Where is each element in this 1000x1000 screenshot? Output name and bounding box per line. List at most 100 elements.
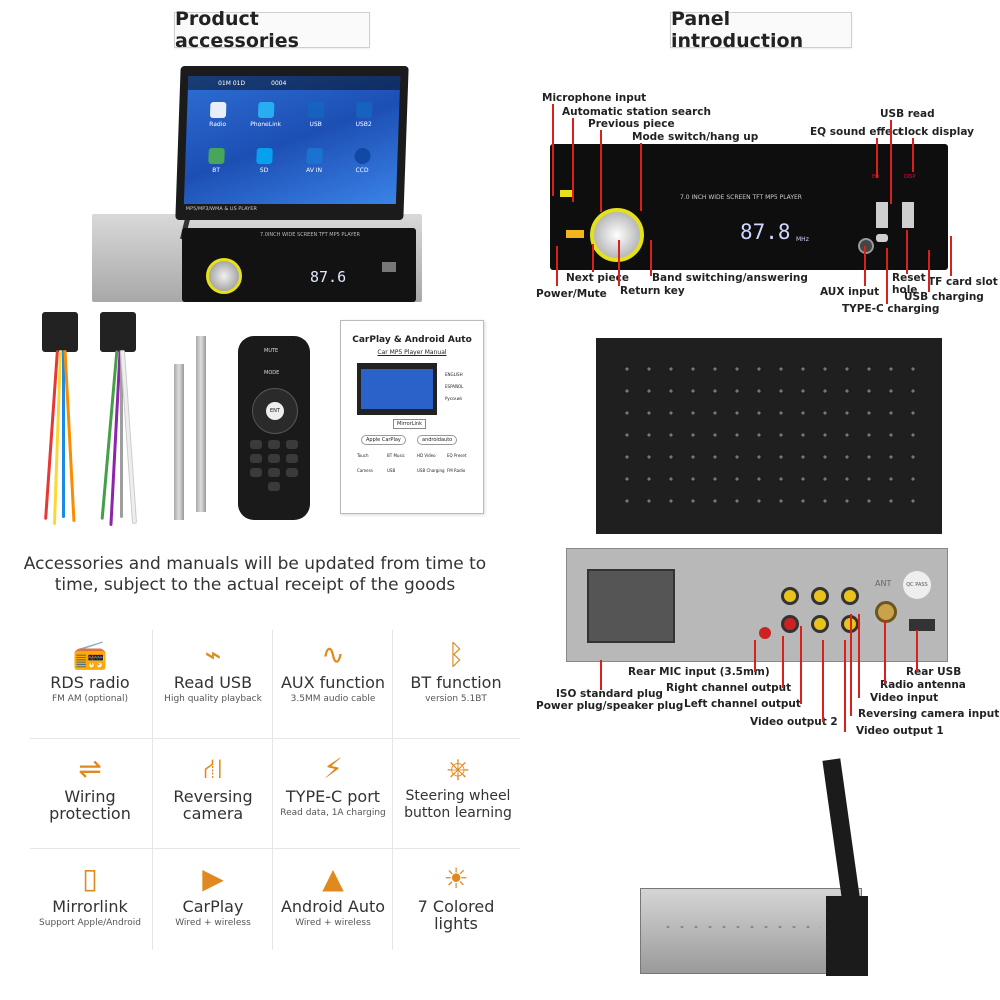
- language-spanish: ESPAÑOL: [445, 384, 464, 389]
- feature-subtitle: High quality playback: [164, 694, 262, 704]
- label-clock-display: clock display: [898, 126, 974, 138]
- mirrorlink-badge: MirrorLink: [393, 419, 426, 429]
- pointer-line: [782, 636, 784, 688]
- aux-icon: ∿: [321, 638, 345, 671]
- accessories-notice: Accessories and manuals will be updated …: [23, 554, 487, 595]
- android-auto-icon: ▲: [322, 862, 344, 895]
- status-date: 01M 01D: [217, 79, 246, 87]
- app-sd: SD: [245, 148, 284, 174]
- remote-key: [268, 468, 280, 477]
- feature-title: CarPlay: [182, 897, 244, 916]
- remote-key: [250, 468, 262, 477]
- usb-charge-port: [902, 202, 914, 228]
- label-rear-usb: Rear USB: [906, 666, 962, 678]
- rear-mic-jack: [759, 627, 771, 639]
- faceplate-caption: 7.0INCH WIDE SCREEN TFT MP5 PLAYER: [260, 232, 361, 238]
- wire-grey: [120, 350, 123, 518]
- screen-display: 01M 01D 0004 Radio PhoneLink USB USB2 BT…: [183, 76, 401, 204]
- antenna-socket: [875, 601, 897, 623]
- feature-subtitle: Read data, 1A charging: [280, 808, 386, 818]
- label-tf-card-slot: TF card slot: [928, 276, 998, 288]
- feature-subtitle: FM AM (optional): [51, 694, 129, 704]
- remote-ent-key: ENT: [266, 402, 284, 420]
- grid-divider: [392, 630, 393, 950]
- feature-title: Mirrorlink: [52, 897, 128, 916]
- pointer-line: [886, 248, 888, 304]
- rca-jack: [781, 587, 799, 605]
- feature-aux: ∿ AUX function 3.5MM audio cable: [273, 638, 393, 704]
- panel-frequency: 87.8: [740, 220, 791, 244]
- feature-read-usb: ⌁ Read USB High quality playback: [153, 638, 273, 704]
- rear-panel: ANT QC PASS: [566, 548, 948, 662]
- feature-mirrorlink: ▯ Mirrorlink Support Apple/Android: [30, 862, 150, 928]
- feature-title: Wiring protection: [49, 787, 131, 823]
- light-icon: ☀: [443, 862, 469, 895]
- remote-key: [286, 440, 298, 449]
- eq-button: EQ: [872, 174, 879, 180]
- feature-title: RDS radio: [50, 673, 130, 692]
- pointer-line: [640, 143, 642, 211]
- panel-knob: [590, 208, 644, 262]
- manual-title: CarPlay & Android Auto: [352, 335, 472, 345]
- pointer-line: [552, 104, 554, 196]
- user-manual: CarPlay & Android Auto Car MP5 Player Ma…: [340, 320, 484, 514]
- label-usb-charging: USB charging: [904, 291, 984, 303]
- qc-pass-sticker: QC PASS: [903, 571, 931, 599]
- phone-icon: ▯: [82, 862, 98, 895]
- unit-side-chassis: [640, 888, 862, 974]
- manual-languages: ENGLISH ESPAÑOL Русский: [445, 369, 463, 405]
- ant-label: ANT: [875, 579, 892, 588]
- usb-read-port: [876, 202, 888, 228]
- status-track: 0004: [270, 79, 287, 87]
- panel-caption: 7.0 INCH WIDE SCREEN TFT MP5 PLAYER: [680, 194, 802, 201]
- bluetooth-icon: ᛒ: [447, 638, 465, 671]
- feature-bt: ᛒ BT function version 5.1BT: [393, 638, 519, 704]
- pointer-line: [600, 660, 602, 690]
- pointer-line: [572, 118, 574, 202]
- manual-icon-hd-video: HD Video: [417, 453, 436, 458]
- pointer-line: [844, 640, 846, 732]
- feature-subtitle: Wired + wireless: [175, 918, 251, 928]
- rca-jack: [811, 615, 829, 633]
- label-power-plug: Power plug/speaker plug: [536, 700, 684, 712]
- label-band-switching: Band switching/answering: [652, 272, 808, 284]
- feature-subtitle: 3.5MM audio cable: [290, 694, 376, 704]
- remote-key: [286, 454, 298, 463]
- faceplate: 7.0INCH WIDE SCREEN TFT MP5 PLAYER: [182, 228, 416, 302]
- feature-title: Reversing camera: [173, 787, 253, 823]
- app-usb: USB: [297, 102, 336, 128]
- pwr-mute-button: [566, 230, 584, 238]
- mic-button: [560, 190, 574, 197]
- pointer-line: [600, 130, 602, 212]
- feature-subtitle: Wired + wireless: [295, 918, 371, 928]
- feature-title: AUX function: [280, 673, 386, 692]
- app-av-in: AV IN: [295, 148, 334, 174]
- pointer-line: [800, 626, 802, 704]
- manual-subtitle: Car MP5 Player Manual: [377, 349, 447, 356]
- remote-key: [268, 440, 280, 449]
- harness-connector-right: [100, 312, 136, 352]
- aux-jack: [858, 238, 874, 254]
- rca-jack: [841, 587, 859, 605]
- panel-introduction-title: Panel introduction: [670, 8, 852, 52]
- pointer-line: [556, 246, 558, 286]
- feature-title: BT function: [410, 673, 502, 692]
- feature-title: Android Auto: [280, 897, 386, 916]
- pointer-line: [912, 138, 914, 172]
- screen-status-bar: 01M 01D 0004: [187, 76, 401, 90]
- label-reset-hole: Reset hole: [892, 272, 926, 296]
- grid-divider: [152, 630, 153, 950]
- feature-title: Read USB: [173, 673, 253, 692]
- label-next-piece: Next piece: [566, 272, 629, 284]
- remote-key: [268, 482, 280, 491]
- pointer-line: [876, 138, 878, 178]
- disp-button: DISP: [904, 174, 916, 180]
- wiring-icon: ⇌: [78, 752, 102, 785]
- pointer-line: [822, 640, 824, 722]
- label-left-channel: Left channel output: [684, 698, 801, 710]
- screen-backside: [596, 338, 942, 534]
- radio-icon: 📻: [72, 638, 108, 671]
- flip-screen: 01M 01D 0004 Radio PhoneLink USB USB2 BT…: [175, 66, 409, 220]
- manual-icon-touch: Touch: [357, 453, 369, 458]
- pointer-line: [884, 620, 886, 684]
